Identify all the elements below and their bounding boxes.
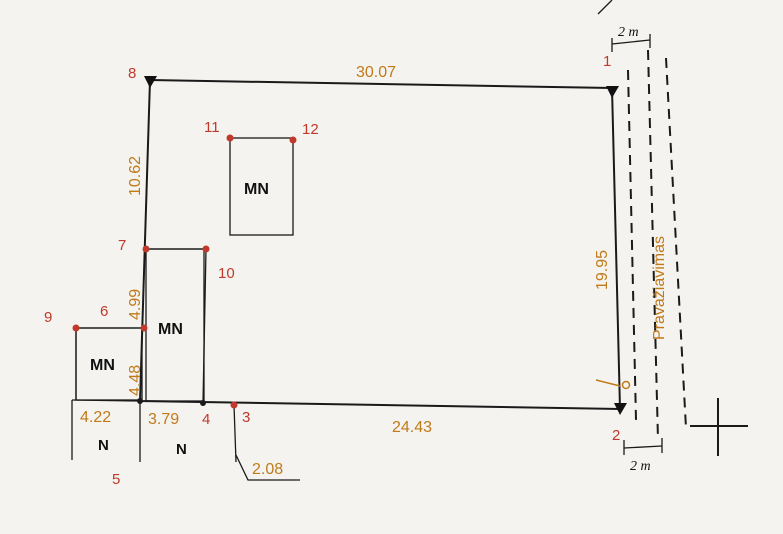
point-dot-3 (230, 401, 238, 409)
point-label-4: 4 (202, 411, 210, 428)
point-dot-6 (140, 324, 148, 332)
corner-marker-8 (144, 76, 157, 88)
point-dot-9 (72, 324, 80, 332)
point-label-7: 7 (118, 237, 126, 254)
dimension-n2-width: 3.79 (148, 411, 179, 428)
point-label-12: 12 (302, 121, 319, 138)
point-label-8: 8 (128, 65, 136, 82)
dimension-bottom: 24.43 (392, 419, 432, 436)
building-label-main: MN (244, 181, 269, 198)
dimension-left-middle: 4.99 (127, 289, 144, 320)
point-label-3: 3 (242, 409, 250, 426)
building-mn-main (229, 137, 294, 236)
arrow-marker (595, 379, 621, 387)
point-label-9: 9 (44, 309, 52, 326)
corner-marker-2 (614, 403, 627, 415)
dimension-right: 19.95 (594, 250, 611, 290)
arrow-marker-dot (621, 380, 631, 390)
dimension-n1-width: 4.22 (80, 409, 111, 426)
zone-label-n1: N (98, 437, 109, 454)
offset-tick-3 (233, 404, 237, 463)
point-label-10: 10 (218, 265, 235, 282)
point-label-2: 2 (612, 427, 620, 444)
road-edge-outer (665, 57, 687, 429)
point-label-6: 6 (100, 303, 108, 320)
corner-marker-1 (606, 86, 619, 98)
point-label-11: 11 (204, 119, 220, 136)
building-label-middle: MN (158, 321, 183, 338)
road-edge-inner (627, 69, 637, 421)
road-width-top-line (611, 39, 651, 45)
building-label-small: MN (90, 357, 115, 374)
building-mn-middle (145, 248, 205, 402)
point-dot-7 (142, 245, 150, 253)
road-width-top: 2 m (618, 25, 639, 40)
point-dot-10 (202, 245, 210, 253)
road-center (647, 49, 659, 441)
point-label-5: 5 (112, 471, 120, 488)
point-dot-5 (137, 398, 143, 404)
point-dot-11 (226, 134, 234, 142)
dimension-left-upper: 10.62 (127, 156, 144, 196)
road-width-bottom: 2 m (630, 459, 651, 474)
point-dot-12 (289, 136, 297, 144)
offset-leader (235, 454, 300, 481)
road-label: Pravažiavimas (651, 236, 668, 340)
zone-label-n2: N (176, 441, 187, 458)
north-arrow-stroke (597, 0, 613, 15)
building-mn-small (75, 327, 143, 401)
dimension-offset: 2.08 (252, 461, 283, 478)
point-label-1: 1 (603, 53, 611, 70)
dimension-left-lower: 4.48 (127, 365, 144, 396)
road-width-bottom-line (623, 445, 663, 449)
point-dot-4 (200, 400, 206, 406)
dimension-top: 30.07 (356, 64, 396, 81)
